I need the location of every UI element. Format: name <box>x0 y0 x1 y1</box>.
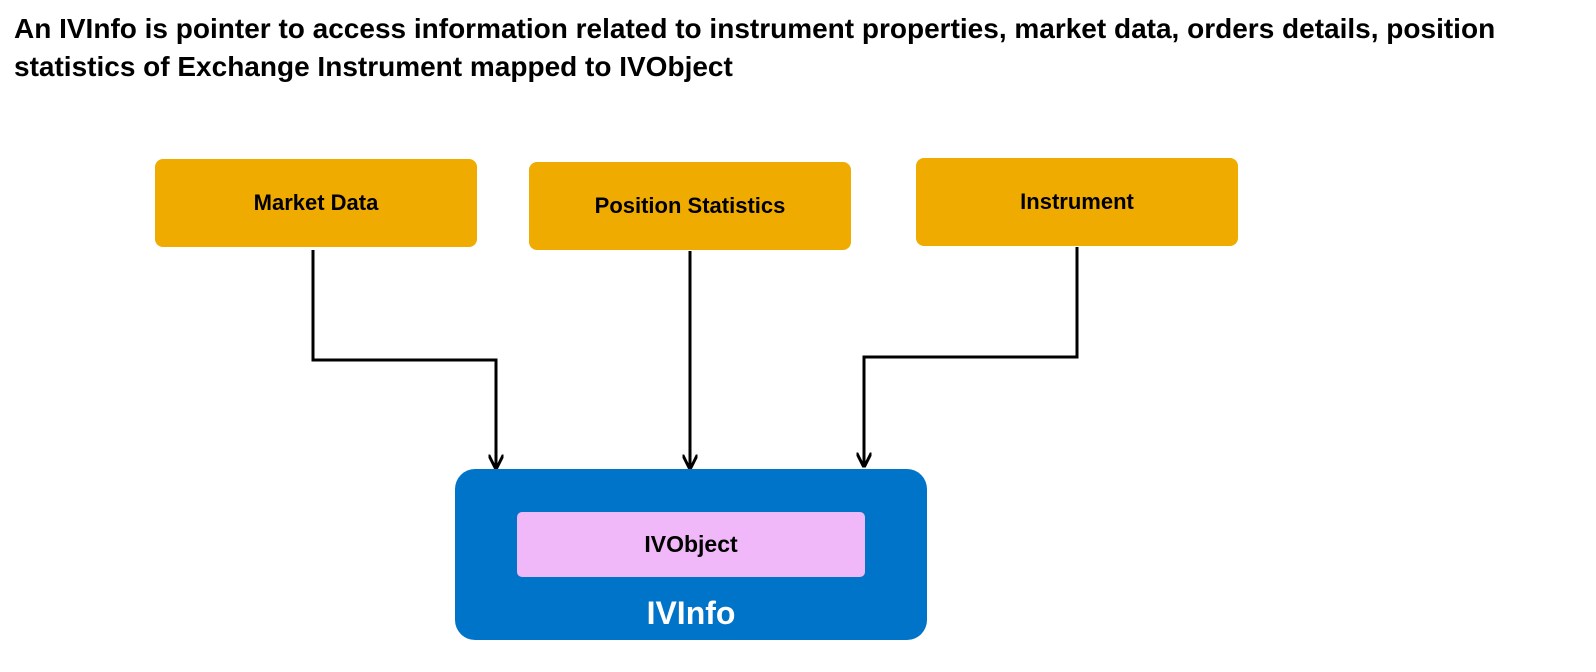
market-data-connector <box>311 250 496 468</box>
market-data-box: Market Data <box>155 159 477 247</box>
ivobject-box: IVObject <box>517 512 865 577</box>
instrument-label: Instrument <box>1020 189 1134 214</box>
instrument-box: Instrument <box>916 158 1238 246</box>
page-title: An IVInfo is pointer to access informati… <box>14 13 1496 82</box>
market-data-label: Market Data <box>253 190 379 215</box>
ivinfo-label: IVInfo <box>646 595 736 631</box>
position-statistics-box: Position Statistics <box>529 162 851 250</box>
instrument-connector <box>864 247 1079 466</box>
position-statistics-label: Position Statistics <box>594 193 786 218</box>
ivobject-label: IVObject <box>644 531 738 557</box>
ivinfo-container: IVObject IVInfo <box>455 469 927 640</box>
